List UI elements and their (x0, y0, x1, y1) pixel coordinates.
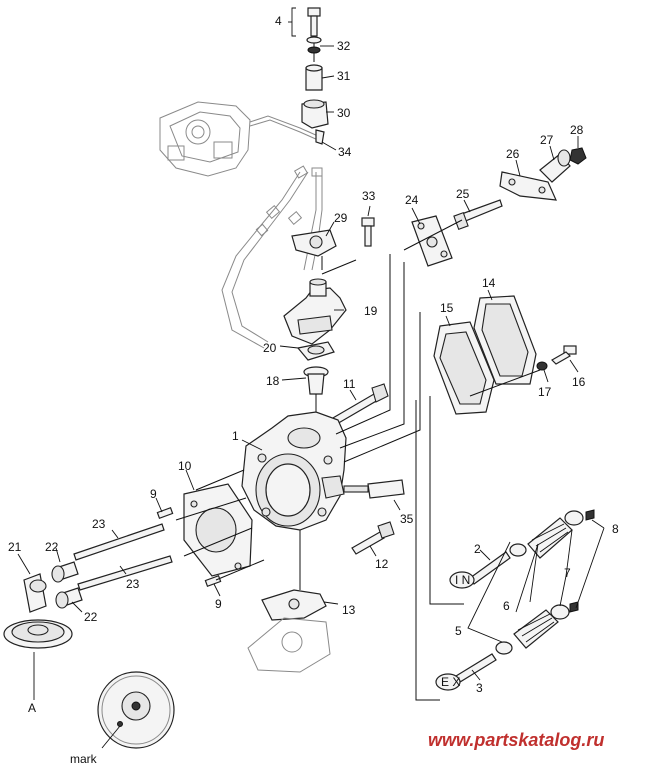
watermark: www.partskatalog.ru (428, 730, 604, 750)
part-23-pushrod-upper (73, 523, 165, 561)
callout-22-upper: 22 (45, 540, 59, 554)
part-14-cover (473, 295, 537, 385)
part-13-gasket (261, 589, 327, 621)
callout-6: 6 (503, 599, 510, 613)
part-8-collet-upper (585, 509, 595, 521)
ghost-carburetor (159, 101, 319, 177)
valve-in-marking: I N (455, 573, 470, 587)
part-8-collet-lower (569, 601, 579, 613)
part-6-spring-lower (513, 609, 559, 649)
callout-27: 27 (540, 133, 554, 147)
callout-1: 1 (232, 429, 239, 443)
callout-23-upper: 23 (92, 517, 106, 531)
callout-29: 29 (334, 211, 348, 225)
callout-30: 30 (337, 106, 351, 120)
callout-34: 34 (338, 145, 352, 159)
callout-22-lower: 22 (84, 610, 98, 624)
callout-9-lower: 9 (215, 597, 222, 611)
detail-mark-gear (97, 671, 175, 749)
part-3-exhaust-valve: E X (435, 653, 497, 691)
part-21-camshaft (3, 573, 73, 649)
callout-32: 32 (337, 39, 351, 53)
callout-5: 5 (455, 624, 462, 638)
part-28-nut (569, 147, 587, 165)
part-6-spring-upper (527, 517, 573, 559)
callout-11: 11 (343, 377, 356, 391)
part-5-seal-upper (509, 543, 527, 557)
part-17-washer (536, 361, 548, 371)
callout-leaders (17, 7, 605, 681)
part-32-washer (306, 36, 322, 54)
part-9-dowel-upper (156, 507, 174, 519)
ghost-lower-cover (247, 617, 331, 673)
callout-28: 28 (570, 123, 584, 137)
callout-31: 31 (337, 69, 351, 83)
mark-label: mark (70, 752, 98, 766)
part-26-plate (499, 171, 557, 201)
callout-12: 12 (375, 557, 389, 571)
callout-18: 18 (266, 374, 280, 388)
callout-9-upper: 9 (150, 487, 157, 501)
part-1-cylinder (241, 411, 347, 531)
part-18-thermostat (303, 366, 329, 416)
part-35-spark-plug (343, 479, 405, 499)
part-25-stud (453, 199, 503, 230)
guide-29-33 (321, 259, 357, 275)
callout-7: 7 (564, 566, 571, 580)
part-7-retainer-lower (550, 604, 570, 620)
part-4-bolt (307, 7, 321, 62)
part-22-tappet-lower (55, 587, 83, 609)
part-7-retainer-upper (564, 510, 584, 526)
callout-3: 3 (476, 681, 483, 695)
callout-2: 2 (474, 542, 481, 556)
callout-labels: 4 32 31 30 34 33 29 24 25 26 27 28 19 20… (8, 14, 619, 766)
valve-ex-marking: E X (441, 675, 460, 689)
part-19-thermostat-housing (283, 278, 347, 345)
assembly-guide-lines (175, 219, 541, 701)
part-10-head-gasket (183, 483, 253, 577)
part-24-gasket (411, 215, 453, 267)
callout-15: 15 (440, 301, 454, 315)
part-34-clip (315, 129, 325, 145)
part-16-bolt (551, 345, 577, 365)
callout-26: 26 (506, 147, 520, 161)
callout-16: 16 (572, 375, 586, 389)
part-20-gasket (296, 341, 335, 361)
callout-10: 10 (178, 459, 192, 473)
part-15-gasket (433, 321, 495, 415)
callout-8: 8 (612, 522, 619, 536)
callout-24: 24 (405, 193, 419, 207)
callout-19: 19 (364, 304, 378, 318)
callout-35: 35 (400, 512, 414, 526)
callout-23-lower: 23 (126, 577, 140, 591)
callout-33: 33 (362, 189, 376, 203)
part-2-intake-valve: I N (449, 551, 511, 589)
part-33-screw (361, 217, 375, 247)
callout-13: 13 (342, 603, 356, 617)
part-30-bracket (301, 99, 329, 129)
detail-a-label: A (28, 701, 36, 715)
callout-4: 4 (275, 14, 282, 28)
callout-25: 25 (456, 187, 470, 201)
part-31-spacer (305, 64, 323, 91)
part-29-cover (291, 229, 337, 270)
part-27-valve (539, 149, 571, 183)
callout-20: 20 (263, 341, 277, 355)
part-22-tappet-upper (51, 561, 79, 583)
callout-14: 14 (482, 276, 496, 290)
callout-17: 17 (538, 385, 552, 399)
part-9-dowel-lower (204, 575, 222, 587)
part-12-bolt (351, 521, 395, 555)
callout-21: 21 (8, 540, 22, 554)
part-5-seal-lower (495, 641, 513, 655)
